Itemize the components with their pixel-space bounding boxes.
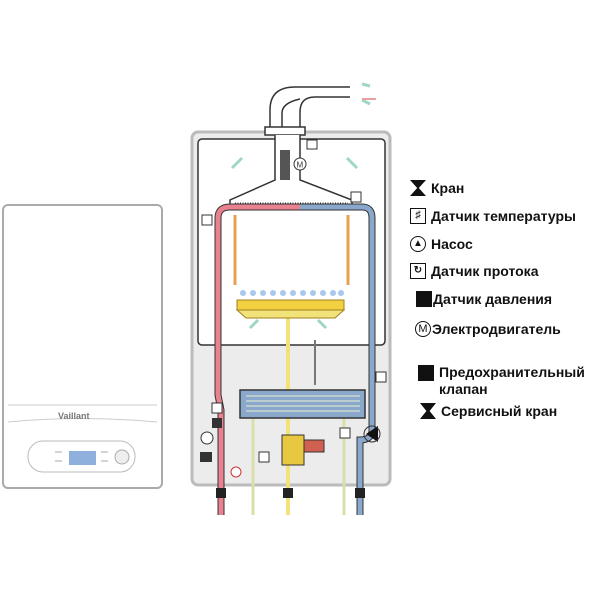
brand-logo: Vaillant [58, 411, 90, 421]
flue-pipe [264, 86, 350, 136]
service-valve-icon [420, 403, 436, 419]
pressure-sensor-icon [416, 291, 432, 307]
boiler-unit [2, 204, 163, 489]
valve-icon [410, 180, 426, 196]
manometer [230, 466, 242, 478]
fan [280, 150, 290, 180]
service-valves [216, 488, 365, 498]
gas-valve [281, 434, 305, 466]
hot-pipe [215, 204, 300, 515]
temperature-sensor-icon: ♯ [410, 208, 426, 224]
heat-exchanger [239, 389, 366, 419]
legend-item-flow-sensor: ↻Датчик протока [410, 263, 538, 279]
air-arrows [230, 82, 371, 330]
pressure-sensor [212, 418, 222, 428]
burner [235, 290, 346, 319]
legend-item-pump: ▲Насос [410, 236, 473, 252]
svg-text:M: M [297, 161, 304, 170]
motor-icon: M [415, 321, 431, 337]
knob[interactable] [114, 449, 130, 465]
safety-valve-icon [418, 365, 434, 381]
legend-item-safety-valve: Предохранительный клапан [418, 364, 603, 398]
pressure-switch [306, 139, 318, 150]
flow-sensor-icon: ↻ [410, 263, 426, 279]
pump-icon: ▲ [410, 236, 426, 252]
cold-pipe [300, 204, 375, 515]
safety-valve [200, 452, 212, 462]
pump-icon [366, 426, 378, 442]
legend-item-temperature-sensor: ♯Датчик температуры [410, 208, 576, 224]
flow-sensor [339, 427, 351, 439]
temperature-sensors [201, 191, 387, 463]
legend-item-pressure-sensor: Датчик давления [416, 291, 552, 307]
legend-item-service-valve: Сервисный кран [420, 403, 557, 419]
legend-item-valve: Кран [410, 180, 464, 196]
display [69, 451, 96, 465]
motor-icon [293, 157, 307, 171]
